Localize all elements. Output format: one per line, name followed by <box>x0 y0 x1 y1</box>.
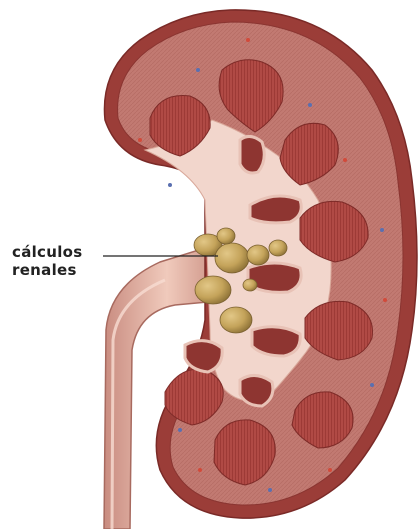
label-line-2: renales <box>12 261 83 279</box>
label-line-1: cálculos <box>12 243 83 261</box>
kidney-stones-label: cálculos renales <box>12 243 83 279</box>
